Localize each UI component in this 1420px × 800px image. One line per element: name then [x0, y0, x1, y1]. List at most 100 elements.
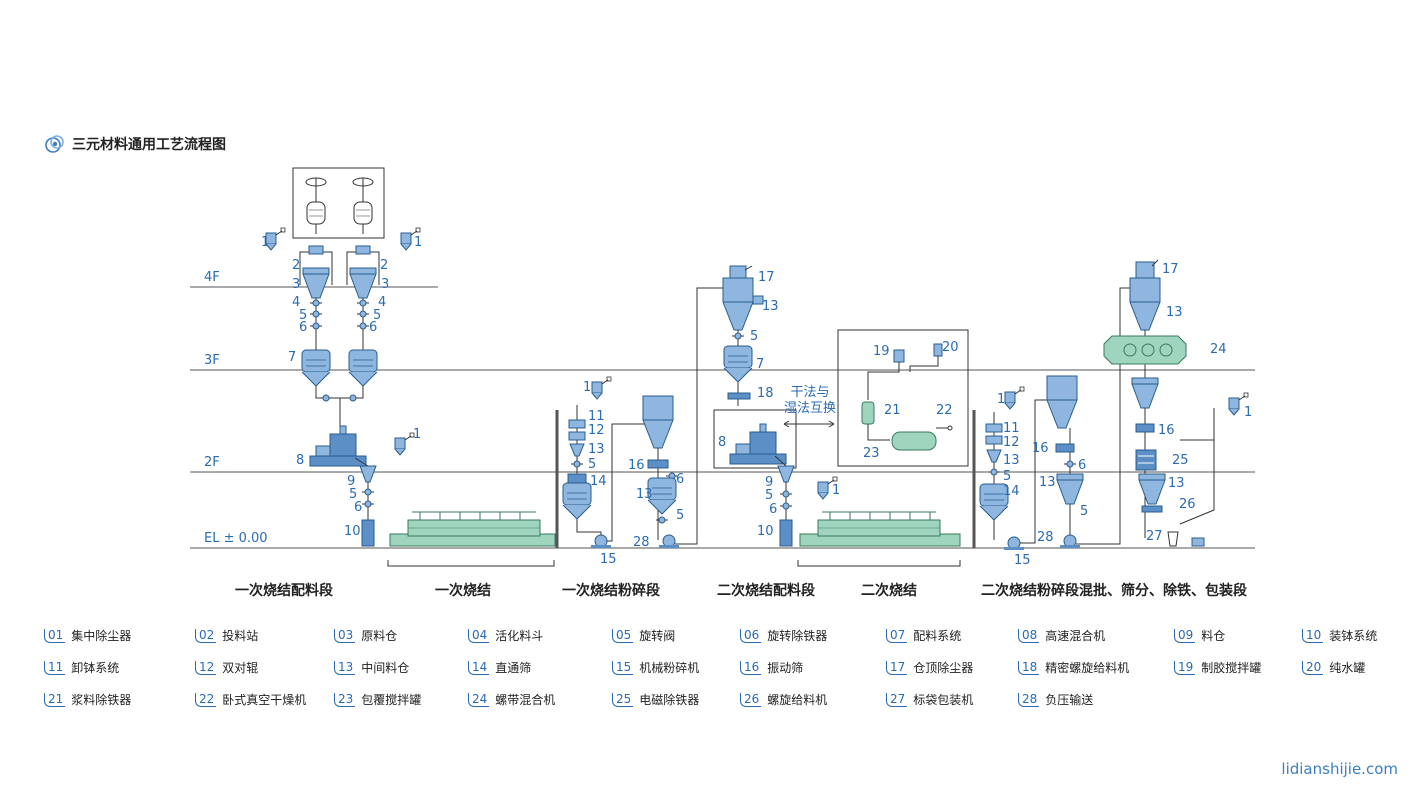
legend-item: 10 装钵系统 [1302, 627, 1377, 644]
water-tank [933, 343, 943, 357]
legend-number: 08 [1018, 628, 1040, 643]
electromagnetic-iron-remover [1135, 449, 1157, 471]
legend-item: 06 旋转除铁器 [740, 627, 827, 644]
legend-number: 26 [740, 692, 762, 707]
equipment-number: 17 [1162, 262, 1179, 277]
equipment-number: 6 [299, 320, 307, 335]
legend-number: 16 [740, 660, 762, 675]
equipment-number: 1 [1244, 405, 1252, 420]
stage-label-1: 一次烧结配料段 [235, 583, 333, 599]
legend-label: 旋转除铁器 [767, 629, 828, 643]
ribbon-mixer [1103, 335, 1187, 365]
section-primary-batching [265, 167, 421, 547]
legend-number: 14 [468, 660, 490, 675]
equipment-number: 1 [413, 427, 421, 442]
legend-label: 高速混合机 [1045, 629, 1106, 643]
equipment-number: 12 [588, 423, 605, 438]
equipment-number: 9 [347, 474, 355, 489]
equipment-number: 28 [633, 535, 650, 550]
legend-label: 旋转阀 [639, 629, 676, 643]
legend-label: 装钵系统 [1329, 629, 1378, 643]
equipment-number: 1 [583, 380, 591, 395]
feed-station-left [308, 245, 324, 255]
legend-number: 13 [334, 660, 356, 675]
section-secondary-batching [713, 265, 838, 547]
legend-number: 18 [1018, 660, 1040, 675]
batching-system-b [723, 345, 753, 383]
legend-label: 活化料斗 [495, 629, 544, 643]
floor-label-3f: 3F [204, 353, 220, 368]
equipment-number: 3 [381, 277, 389, 292]
legend-number: 02 [195, 628, 217, 643]
legend-number: 07 [886, 628, 908, 643]
equipment-number: 3 [292, 277, 300, 292]
logo-icon [45, 135, 64, 153]
glue-tank [893, 349, 905, 363]
note-line2: 湿法互换 [784, 401, 836, 416]
bag-unloader-right [352, 177, 374, 234]
equipment-number: 11 [588, 409, 605, 424]
bag-unloader-left [305, 177, 327, 234]
equipment-number: 1 [997, 392, 1005, 407]
legend-number: 04 [468, 628, 490, 643]
page-title: 三元材料通用工艺流程图 [72, 137, 226, 153]
unloading-room [292, 167, 385, 239]
equipment-number: 6 [369, 320, 377, 335]
equipment-number: 13 [1003, 453, 1020, 468]
floor-lines [190, 286, 1255, 549]
equipment-number: 4 [378, 295, 386, 310]
equipment-number: 13 [588, 442, 605, 457]
legend-number: 15 [612, 660, 634, 675]
legend-item: 15 机械粉碎机 [612, 659, 699, 676]
equipment-number: 9 [765, 475, 773, 490]
silo-9-a [359, 465, 377, 483]
batching-system-left [301, 349, 331, 387]
legend-item: 04 活化料斗 [468, 627, 543, 644]
legend-label: 配料系统 [913, 629, 962, 643]
legend-number: 25 [612, 692, 634, 707]
legend-number: 12 [195, 660, 217, 675]
legend-label: 制胶搅拌罐 [1201, 661, 1262, 675]
legend-label: 电磁除铁器 [639, 693, 700, 707]
legend-number: 20 [1302, 660, 1324, 675]
equipment-number: 13 [1166, 305, 1183, 320]
section-secondary-kiln [799, 511, 961, 547]
batching-system-right [348, 349, 378, 387]
legend-label: 机械粉碎机 [639, 661, 700, 675]
equipment-number: 10 [757, 524, 774, 539]
equipment-number: 14 [1003, 484, 1020, 499]
equipment-number: 8 [296, 453, 304, 468]
vacuum-dryer [891, 431, 937, 451]
secondary-mixer-box [713, 409, 797, 469]
equipment-number: 20 [942, 340, 959, 355]
section-primary-crushing [555, 287, 725, 549]
equipment-number: 5 [750, 329, 758, 344]
legend-number: 17 [886, 660, 908, 675]
stage-label-3: 一次烧结粉碎段 [562, 583, 660, 599]
legend-number: 10 [1302, 628, 1324, 643]
equipment-number: 1 [414, 235, 422, 250]
interchange-note: 干法与 湿法互换 [783, 385, 836, 428]
stage-label-6: 二次烧结粉碎段混批、筛分、除铁、包装段 [981, 583, 1247, 599]
equipment-number: 8 [718, 435, 726, 450]
stage-label-4: 二次烧结配料段 [717, 583, 815, 599]
equipment-number: 5 [765, 488, 773, 503]
legend-number: 06 [740, 628, 762, 643]
equipment-number: 22 [936, 403, 953, 418]
equipment-number: 28 [1037, 530, 1054, 545]
equipment-number: 6 [1078, 458, 1086, 473]
